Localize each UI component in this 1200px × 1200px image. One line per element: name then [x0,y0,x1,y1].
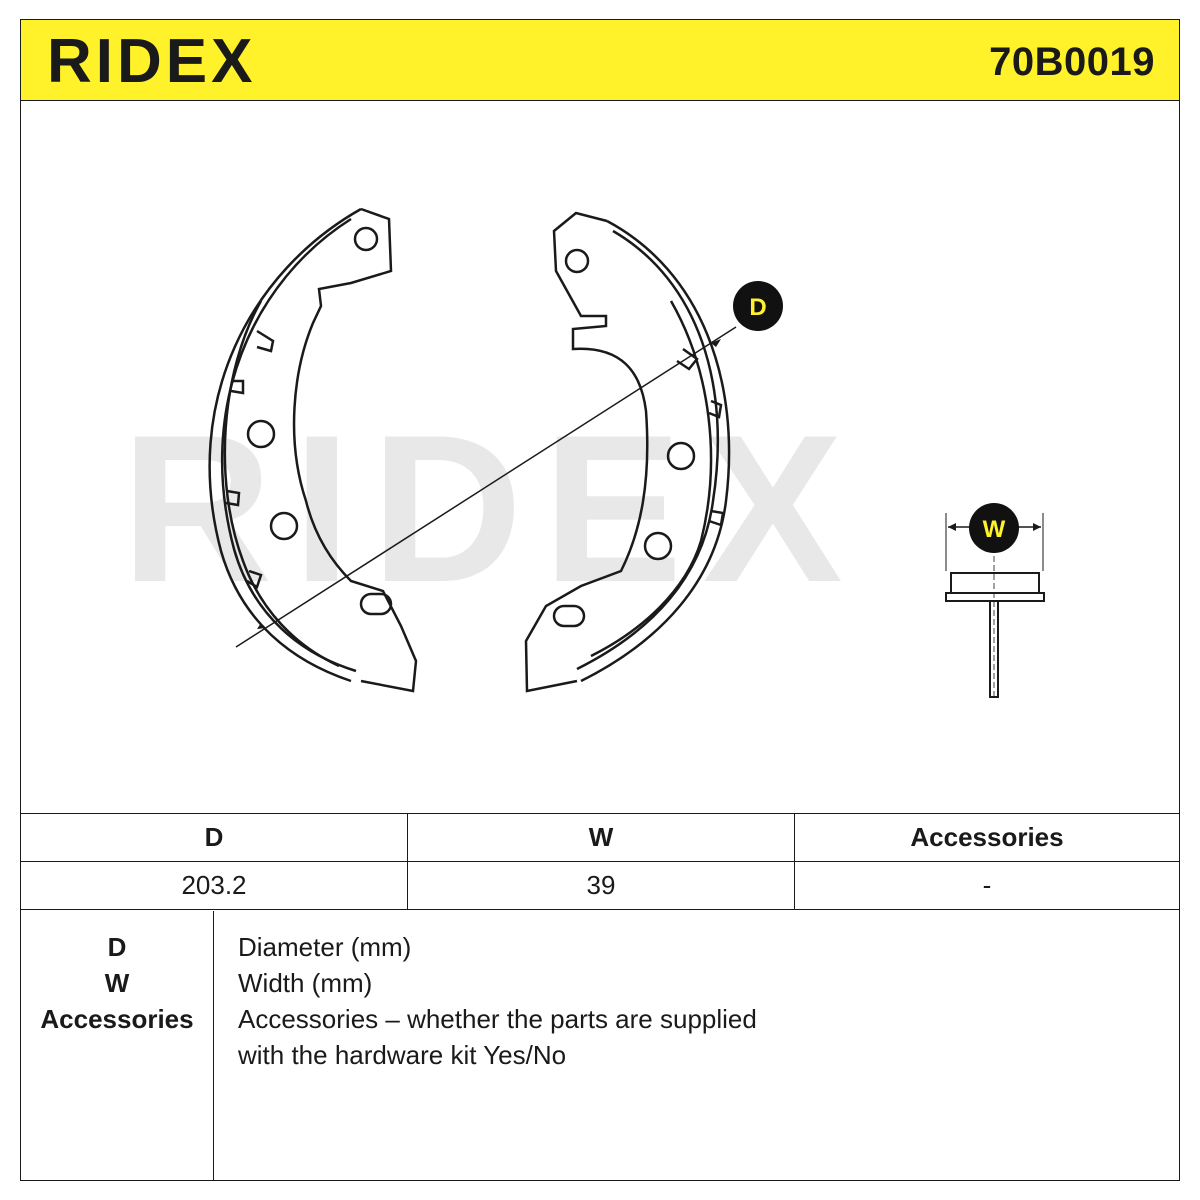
diameter-dimension: D [235,281,783,648]
legend-key-accessories: Accessories [40,1004,194,1034]
legend-line: Accessories – whether the parts are supp… [238,1004,757,1034]
spec-header-row: D W Accessories [21,813,1179,862]
value-w: 39 [407,861,795,910]
legend: D W Accessories Diameter (mm) Width (mm)… [21,911,1179,1180]
width-dimension: W [945,503,1045,698]
product-sheet: RIDEX 70B0019 RIDEX [20,19,1180,1181]
header-w: W [407,813,795,862]
legend-line: Diameter (mm) [238,932,412,962]
header-d: D [21,813,408,862]
legend-keys: D W Accessories [21,911,214,1180]
brand-text: RIDEX [47,27,256,94]
header-bar: RIDEX 70B0019 [21,20,1179,101]
spec-value-row: 203.2 39 - [21,861,1179,910]
d-badge-icon [733,281,783,331]
legend-key-w: W [104,968,130,998]
part-number: 70B0019 [989,40,1155,84]
legend-line: with the hardware kit Yes/No [238,1040,567,1070]
right-brake-shoe [524,211,731,693]
technical-drawing: RIDEX [21,101,1179,813]
legend-line: Width (mm) [238,968,373,998]
w-badge-label: W [983,516,1006,543]
w-badge-icon [969,503,1019,553]
left-brake-shoe [208,207,418,693]
ridex-logo: RIDEX [47,27,256,94]
legend-descriptions: Diameter (mm) Width (mm) Accessories – w… [238,929,1138,1073]
d-badge-label: D [749,294,766,321]
ridex-watermark: RIDEX [121,391,863,626]
header-accessories: Accessories [794,813,1179,862]
value-accessories: - [794,861,1179,910]
brake-shoe-diagram: RIDEX [121,207,1045,698]
legend-key-d: D [107,932,127,962]
spec-table: D W Accessories 203.2 39 - [21,813,1179,910]
value-d: 203.2 [21,861,408,910]
